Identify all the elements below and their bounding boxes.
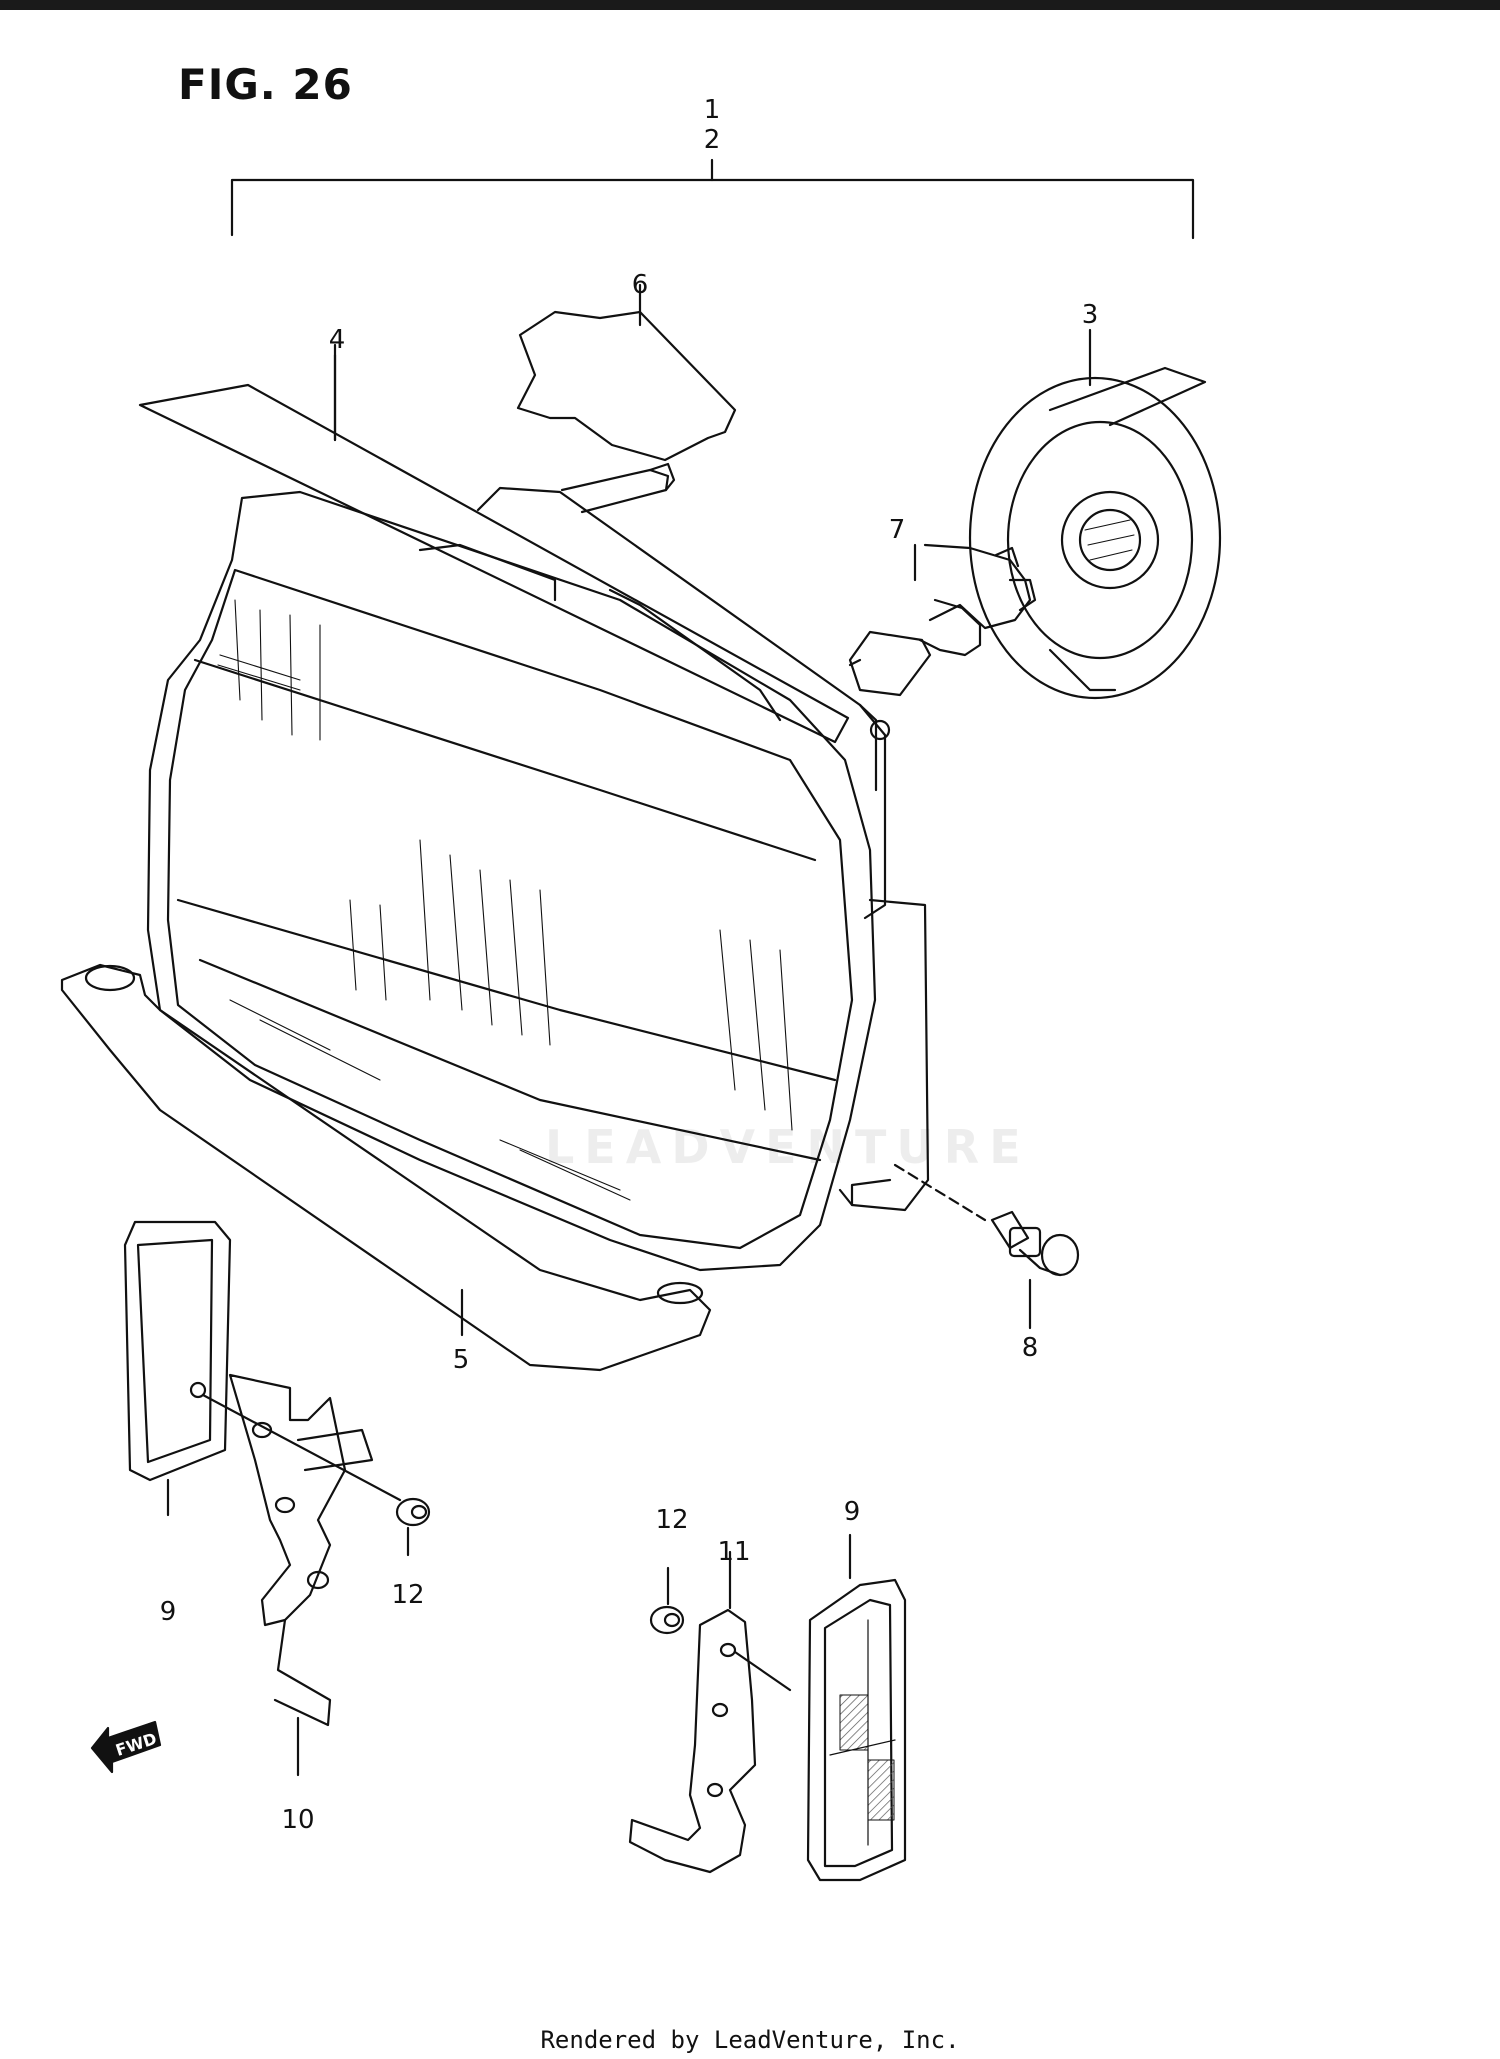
callout-9-left: 9: [159, 1597, 177, 1627]
callout-12-right: 12: [655, 1505, 689, 1535]
footer-credit: Rendered by LeadVenture, Inc.: [540, 2026, 960, 2054]
part-3-socket-cover: [968, 328, 1222, 700]
assembly-bracket: [230, 158, 1195, 240]
watermark-text: LEADVENTURE: [545, 1120, 1031, 1174]
callout-6: 6: [631, 270, 649, 300]
callout-7: 7: [888, 515, 906, 545]
part-12-nut-right: [649, 1566, 685, 1635]
headlamp-lens: [146, 490, 877, 1272]
callout-12-left: 12: [391, 1580, 425, 1610]
callout-11: 11: [717, 1537, 751, 1567]
callout-4: 4: [328, 325, 346, 355]
figure-title: FIG. 26: [178, 60, 353, 109]
callout-9-right: 9: [843, 1497, 861, 1527]
part-5-trim-strip: [60, 963, 712, 1372]
leader-bolt-path: [893, 1163, 987, 1222]
part-6-plate: [516, 283, 737, 462]
callout-8: 8: [1021, 1333, 1039, 1363]
callout-5: 5: [452, 1345, 470, 1375]
part-9-reflector-right: [806, 1533, 907, 1882]
callout-2: 2: [703, 125, 721, 155]
top-border-bar: [0, 0, 1500, 10]
callout-1: 1: [703, 95, 721, 125]
part-12-nut-left: [395, 1497, 431, 1557]
part-7-bulb: [848, 543, 1037, 697]
part-10-bracket-left: [189, 1373, 402, 1777]
part-8-bolt: [990, 1210, 1080, 1330]
callout-10: 10: [281, 1805, 315, 1835]
callout-3: 3: [1081, 300, 1099, 330]
part-11-bracket-right: [628, 1550, 792, 1874]
part-9-reflector-left: [123, 1220, 232, 1517]
part-4-headlamp-housing: [138, 343, 930, 1212]
fwd-direction-arrow: FWD: [90, 1720, 162, 1774]
